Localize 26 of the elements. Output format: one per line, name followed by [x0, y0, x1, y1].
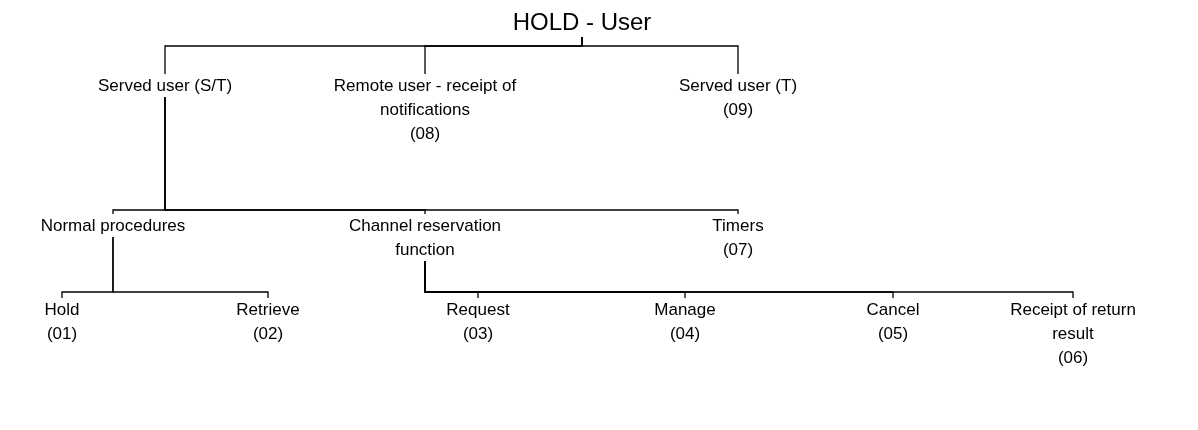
- node-label: (07): [721, 239, 755, 261]
- node-label: (09): [721, 99, 755, 121]
- node-label: Channel reservation function: [347, 215, 503, 261]
- node-label: (03): [461, 323, 495, 345]
- node-label: (08): [408, 123, 442, 145]
- node-label: Receipt of return result: [1009, 299, 1137, 345]
- node-label: Remote user - receipt of notifications: [332, 75, 518, 121]
- node-label: Hold: [43, 299, 81, 321]
- connector-line: [424, 260, 1074, 299]
- node-label: Normal procedures: [39, 215, 187, 237]
- connector-line: [112, 236, 269, 299]
- node-label: Retrieve: [235, 299, 301, 321]
- node-label: (01): [45, 323, 79, 345]
- node-label: Manage: [653, 299, 717, 321]
- node-label: (02): [251, 323, 285, 345]
- connector-line: [164, 96, 739, 215]
- node-label: (04): [668, 323, 702, 345]
- node-label: Request: [445, 299, 511, 321]
- node-label: Timers: [711, 215, 765, 237]
- connector-line: [581, 36, 739, 75]
- node-label: Served user (S/T): [96, 75, 234, 97]
- node-label: Served user (T): [677, 75, 799, 97]
- node-label: (06): [1056, 347, 1090, 369]
- node-label: (05): [876, 323, 910, 345]
- node-label: Cancel: [865, 299, 921, 321]
- node-label: HOLD - User: [511, 8, 653, 36]
